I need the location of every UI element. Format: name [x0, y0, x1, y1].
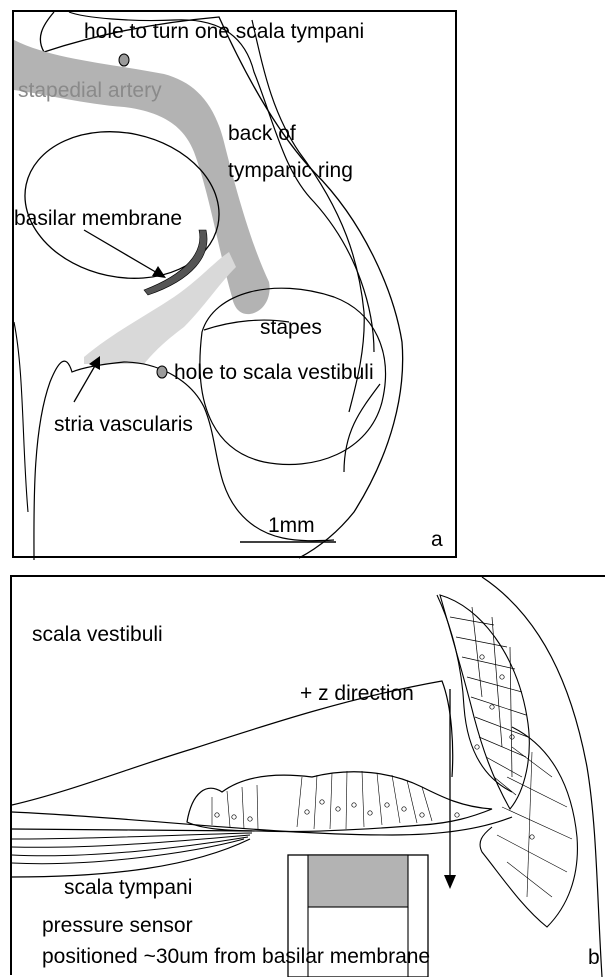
- label-pressure-sensor: pressure sensor: [42, 915, 193, 936]
- organ-of-corti: [187, 772, 492, 832]
- label-basilar-membrane: basilar membrane: [14, 208, 182, 229]
- pressure-sensor-tip: [308, 855, 408, 907]
- label-tympanic-ring: tympanic ring: [228, 160, 353, 181]
- basilar-membrane-arrowhead: [152, 266, 166, 278]
- tympanic-ring-line: [252, 20, 364, 412]
- label-z-direction: + z direction: [300, 683, 414, 704]
- label-stapes: stapes: [260, 317, 322, 338]
- panel-b: scala vestibuli + z direction scala tymp…: [10, 575, 605, 975]
- stria-vascularis-shape: [84, 252, 236, 364]
- left-bone-edge: [14, 322, 28, 512]
- label-back-of: back of: [228, 123, 296, 144]
- outer-wall-curve: [482, 577, 602, 977]
- label-sensor-position: positioned ~30um from basilar membrane: [42, 946, 430, 967]
- label-hole-scala-vestibuli: hole to scala vestibuli: [174, 362, 374, 383]
- nerve-fibers: [12, 833, 252, 864]
- panel-a-letter: a: [431, 529, 443, 550]
- z-direction-arrowhead: [444, 875, 456, 889]
- basilar-membrane-arrow: [84, 230, 159, 274]
- label-stapedial-artery: stapedial artery: [18, 80, 162, 101]
- label-hole-scala-tympani: hole to turn one scala tympani: [84, 21, 364, 42]
- label-stria-vascularis: stria vascularis: [54, 414, 193, 435]
- stria-cell-column: [440, 595, 529, 809]
- panel-b-letter: b: [588, 947, 600, 968]
- label-scala-vestibuli: scala vestibuli: [32, 624, 163, 645]
- label-scale-bar: 1mm: [268, 515, 315, 536]
- hole-scala-vestibuli-icon: [157, 366, 167, 378]
- hole-scala-tympani-icon: [119, 54, 129, 66]
- stria-cell-grid: [450, 607, 528, 795]
- panel-a: hole to turn one scala tympani stapedial…: [12, 10, 457, 558]
- label-scala-tympani: scala tympani: [64, 877, 192, 898]
- stapes-crus-line: [344, 384, 380, 472]
